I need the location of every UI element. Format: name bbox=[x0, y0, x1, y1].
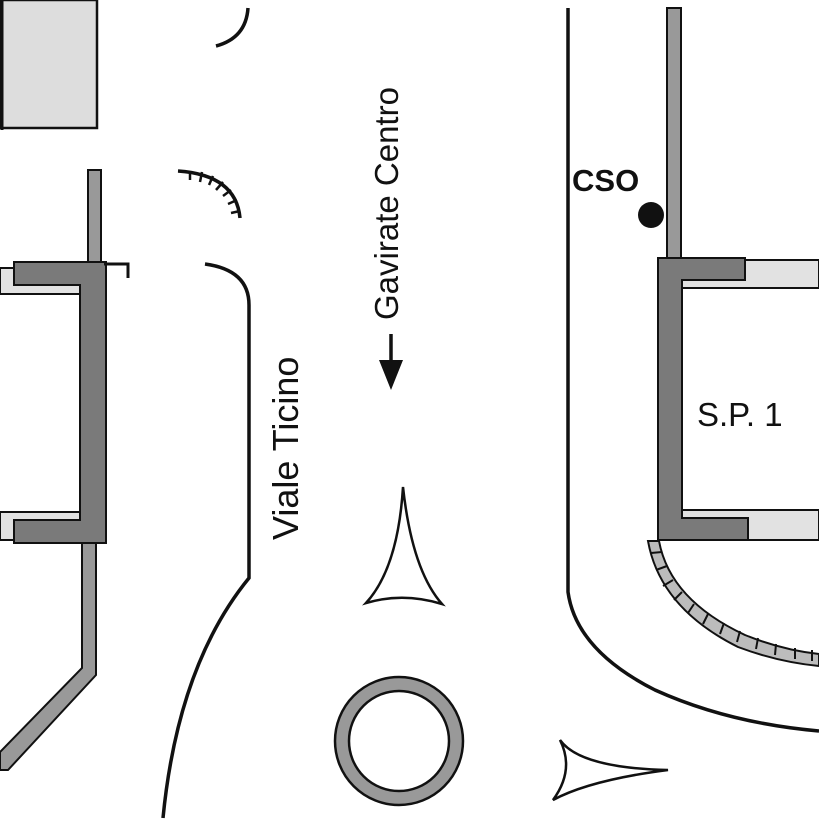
road-label-sp1: S.P. 1 bbox=[697, 396, 783, 433]
traffic-island-lower bbox=[551, 739, 669, 802]
curb-arc-top bbox=[215, 7, 250, 48]
right-bridge-pier bbox=[657, 257, 749, 541]
filled-circle-icon bbox=[638, 202, 664, 228]
traffic-island-upper bbox=[362, 486, 446, 607]
right-wall bbox=[666, 7, 682, 264]
building-block bbox=[0, 0, 99, 130]
road-label-viale-ticino: Viale Ticino bbox=[265, 357, 306, 540]
railway-ticks bbox=[650, 551, 813, 661]
arrow-down-icon bbox=[379, 334, 403, 390]
left-bridge-bracket bbox=[104, 262, 130, 278]
left-bridge-pier bbox=[13, 261, 107, 544]
viale-ticino-curb bbox=[161, 262, 251, 819]
right-road-curb bbox=[566, 8, 819, 733]
left-wall-lower bbox=[0, 542, 97, 771]
point-label-cso: CSO bbox=[572, 163, 639, 198]
left-wall-upper bbox=[87, 169, 102, 266]
curb-hatch-ticks bbox=[188, 171, 241, 215]
roundabout-center bbox=[347, 689, 451, 793]
curb-arc-hatched bbox=[177, 169, 242, 219]
railway-curve bbox=[646, 540, 819, 668]
direction-label-gavirate-centro: Gavirate Centro bbox=[368, 87, 405, 320]
